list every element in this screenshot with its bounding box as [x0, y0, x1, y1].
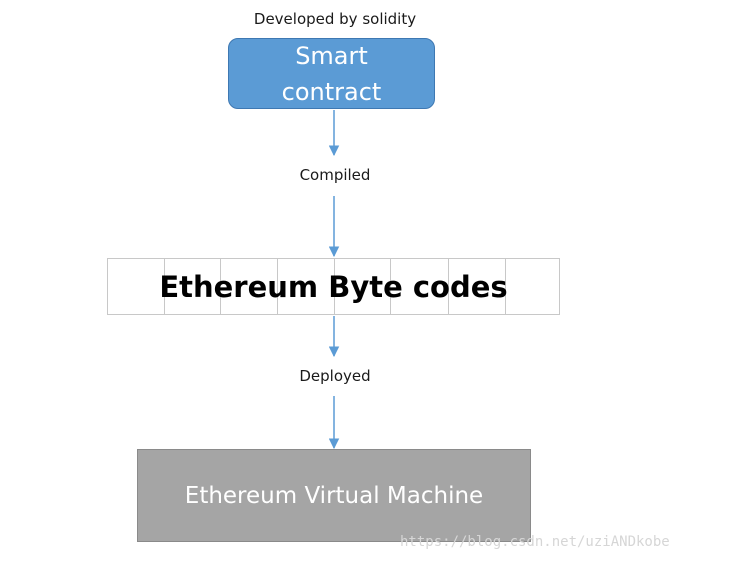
bytecode-cell-divider — [277, 259, 278, 314]
bytecode-cell-divider — [505, 259, 506, 314]
evm-label: Ethereum Virtual Machine — [184, 482, 484, 509]
smart-contract-line2: contract — [281, 77, 382, 106]
developer-label: Developed by solidity — [253, 10, 417, 28]
bytecodes-box: Ethereum Byte codes — [107, 258, 560, 315]
smart-contract-box: Smart contract — [228, 38, 435, 109]
bytecode-cell-divider — [220, 259, 221, 314]
deployed-label: Deployed — [299, 367, 371, 385]
bytecodes-label: Ethereum Byte codes — [159, 269, 508, 304]
evm-box: Ethereum Virtual Machine — [137, 449, 531, 542]
smart-contract-line1: Smart — [295, 41, 368, 70]
bytecode-cell-divider — [334, 259, 335, 314]
watermark: https://blog.csdn.net/uziANDkobe — [400, 534, 670, 550]
bytecode-cell-divider — [164, 259, 165, 314]
bytecode-cell-divider — [448, 259, 449, 314]
bytecode-cell-divider — [390, 259, 391, 314]
compiled-label: Compiled — [299, 166, 371, 184]
